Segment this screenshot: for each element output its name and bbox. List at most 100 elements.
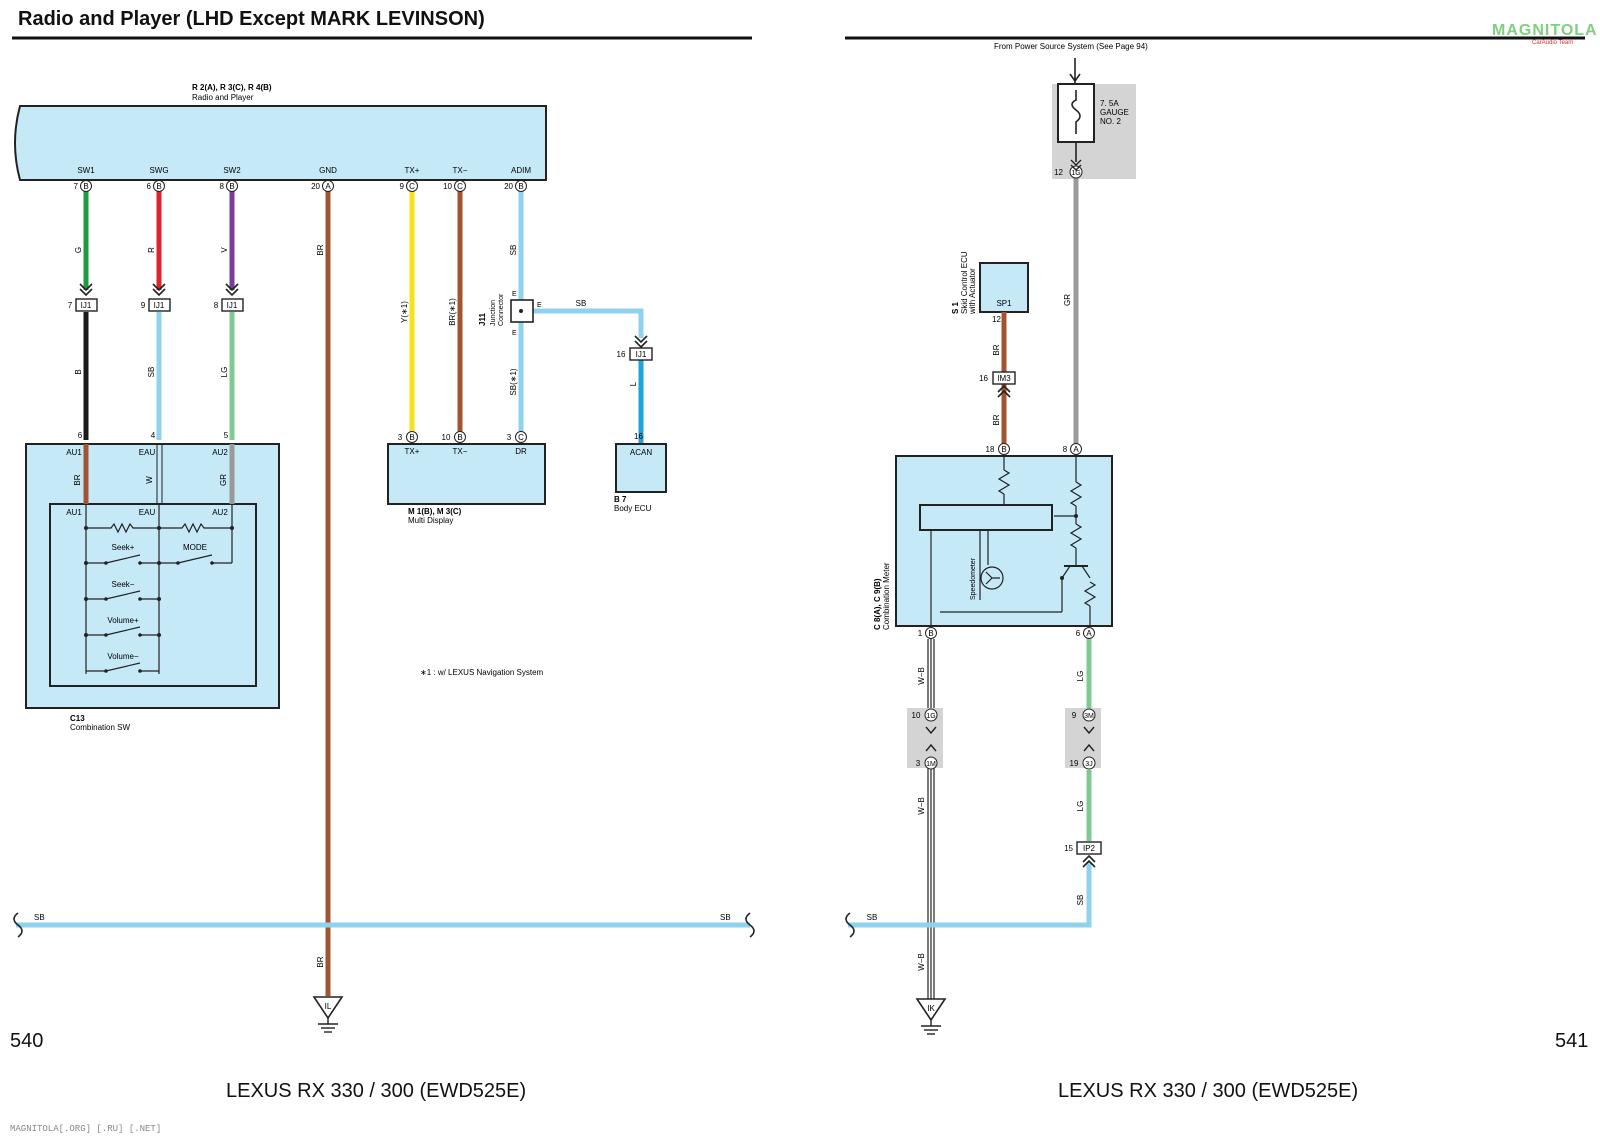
wl-lg1: LG (1076, 671, 1085, 682)
csw-code: C13 (70, 714, 85, 723)
pin-label-swg: SWG (149, 166, 168, 175)
wire-jc-sb (532, 308, 644, 338)
combination-sw-inner (49, 503, 257, 687)
fuse-no: NO. 2 (1100, 117, 1121, 126)
pin-label-sw1: SW1 (77, 166, 95, 175)
bus-right-break (845, 912, 855, 938)
pin-num-sw2: 8 (220, 182, 225, 191)
wl-v: V (220, 247, 229, 253)
fuse-pin-num: 12 (1054, 168, 1063, 177)
pin-conn-swg: B (156, 182, 161, 191)
page-number-left: 540 (10, 1030, 44, 1052)
wl-wb2: W−B (917, 797, 926, 815)
pin-conn-sw1: B (83, 182, 88, 191)
combination-meter-box (895, 455, 1113, 627)
wl-b: B (74, 369, 83, 374)
wl-adim-sb: SB (509, 245, 518, 256)
csw-outer-au2: AU2 (212, 448, 228, 457)
csw-inner-au2: AU2 (212, 508, 228, 517)
wl-lg: LG (220, 367, 229, 378)
body-ecu-pin: 16 (634, 432, 643, 441)
pin-num-sw1: 7 (74, 182, 79, 191)
ij1-label-2: IJ1 (154, 301, 165, 310)
skid-name1: Skid Control ECU (960, 251, 969, 314)
body-ecu-pin-label: ACAN (630, 448, 652, 457)
pin-conn-txp: C (409, 182, 415, 191)
md-name: Multi Display (408, 516, 453, 525)
radio-code: R 2(A), R 3(C), R 4(B) (192, 83, 272, 92)
fuse-rating: 7. 5A (1100, 99, 1119, 108)
csw-pin-4: 4 (151, 431, 156, 440)
combination-sw-pins: 6 4 5 AU1 EAU AU2 AU1 EAU AU2 BR W GR (66, 431, 229, 517)
md-label-1: TX+ (405, 447, 420, 456)
power-source-label: From Power Source System (See Page 94) (994, 42, 1148, 51)
wire-wb (927, 639, 935, 1000)
pin-conn-sw2: B (229, 182, 234, 191)
ground-ik: IK (915, 998, 947, 1035)
page-number-right: 541 (1555, 1030, 1589, 1052)
csw-outer-eau: EAU (139, 448, 156, 457)
pin-label-sw2: SW2 (223, 166, 241, 175)
switch-dots (84, 526, 234, 673)
meter-conn-8: A (1073, 445, 1079, 454)
connector-block-a (907, 708, 943, 768)
logo: MAGNITOLA CarAudio Team (1492, 22, 1598, 50)
meter-internals (930, 455, 1096, 626)
ground-il-label: IL (325, 1002, 332, 1011)
pin-conn-txm: C (457, 182, 463, 191)
ip2-label: IP2 (1083, 844, 1096, 853)
body-ecu-box (615, 443, 667, 493)
md-conn-3: C (518, 433, 524, 442)
ij1-label-3: IJ1 (227, 301, 238, 310)
junction-connector: E E E J11 Junction Connector (478, 291, 542, 337)
logo-text: MAGNITOLA (1492, 22, 1598, 39)
wl-in-w: W (145, 476, 154, 484)
pin-num-txp: 9 (400, 182, 405, 191)
connector-block-b (1065, 708, 1101, 768)
im3-arrows (997, 384, 1011, 398)
conn-a-1: 1G (926, 713, 935, 720)
ip2-arrows (1082, 854, 1096, 868)
page-title: Radio and Player (LHD Except MARK LEVINS… (18, 8, 485, 30)
conn-b-1-num: 9 (1072, 711, 1077, 720)
wl-g: G (74, 247, 83, 253)
pin-conn-adim: B (518, 182, 523, 191)
bus-left-sb-r: SB (720, 913, 731, 922)
watermark: MAGNITOLA[.ORG] [.RU] [.NET] (10, 1124, 162, 1134)
md-num-1: 3 (398, 433, 403, 442)
pin-label-gnd: GND (319, 166, 337, 175)
md-label-2: TX− (453, 447, 468, 456)
ip2-connector (1076, 841, 1102, 855)
bus-left-break-l (13, 912, 23, 938)
jc-e-right: E (537, 302, 542, 309)
jc-name1: Junction (490, 300, 497, 326)
md-code: M 1(B), M 3(C) (408, 507, 462, 516)
md-num-2: 10 (442, 433, 451, 442)
pin-conn-gnd: A (325, 182, 331, 191)
model-footer-left: LEXUS RX 330 / 300 (EWD525E) (226, 1080, 527, 1102)
meter-num-8: 8 (1063, 445, 1068, 454)
meter-pins-top: B A 18 8 B A 1 6 (918, 443, 1095, 639)
wl-wb1: W−B (917, 667, 926, 685)
wl-in-gr: GR (219, 474, 228, 486)
md-label-3: DR (515, 447, 527, 456)
pin-label-txm: TX− (453, 166, 468, 175)
im3-pin: 16 (979, 374, 988, 383)
ground-ik-label: IK (927, 1004, 935, 1013)
ij1-pin-16: 16 (617, 350, 626, 359)
md-num-3: 3 (507, 433, 512, 442)
csw-outer-au1: AU1 (66, 448, 82, 457)
wl-lg2: LG (1076, 801, 1085, 812)
meter-conn-18: B (1001, 445, 1006, 454)
csw-inner-au1: AU1 (66, 508, 82, 517)
wl-l: L (629, 381, 638, 386)
meter-code: C 8(A), C 9(B) (873, 578, 882, 630)
skid-code: S 1 (951, 301, 960, 314)
connector-pins-a: 1G 1M 10 3 (912, 708, 938, 770)
meter-gauge-label: Speedometer (970, 557, 977, 600)
fuse-name: GAUGE (1100, 108, 1129, 117)
wl-sb: SB (147, 367, 156, 378)
pin-label-adim: ADIM (511, 166, 531, 175)
meter-dots (1060, 514, 1078, 580)
